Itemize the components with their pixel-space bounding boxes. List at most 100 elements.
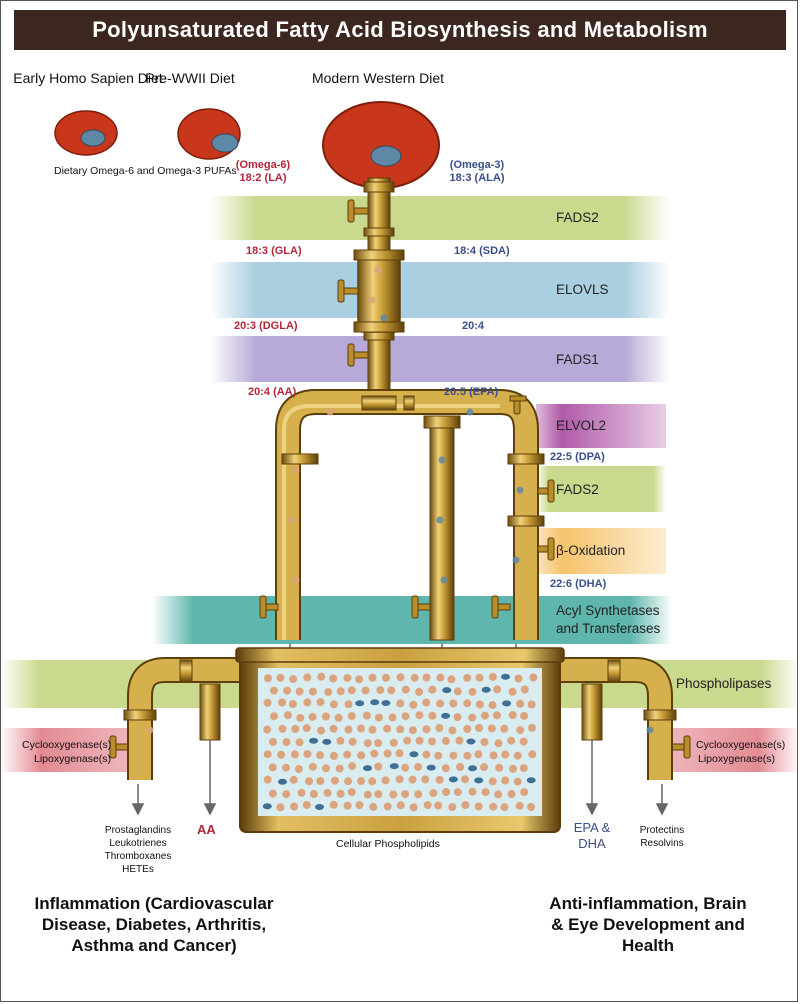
omega6-phospholipid-dot [447, 675, 456, 684]
omega6-phospholipid-dot [422, 725, 431, 734]
omega6-phospholipid-dot [428, 685, 437, 694]
pipe-droplet [646, 726, 654, 734]
omega6-phospholipid-dot [348, 762, 357, 771]
omega6-phospholipid-dot [329, 800, 338, 809]
omega6-phospholipid-dot [529, 673, 538, 682]
omega3-phospholipid-dot [309, 737, 319, 744]
acyl-transferases-label: and Transferases [556, 621, 661, 636]
omega6-phospholipid-dot [513, 751, 522, 760]
omega6-phospholipid-dot [487, 724, 496, 733]
product-leukotrienes: Leukotrienes [109, 838, 167, 849]
omega6-phospholipid-dot [421, 775, 430, 784]
omega6-phospholipid-dot [495, 763, 504, 772]
omega6-phospholipid-dot [493, 685, 502, 694]
modern-diet-steak [322, 101, 440, 189]
omega6-phospholipid-dot [375, 713, 383, 722]
omega3-phospholipid-dot [501, 673, 510, 680]
omega6-phospholipid-dot [317, 726, 326, 735]
cox-left-label: Cyclooxygenase(s) [22, 739, 112, 751]
omega6-phospholipid-dot [323, 788, 332, 797]
omega6-phospholipid-dot [429, 789, 438, 798]
fads2-low-band [536, 466, 666, 512]
omega6-phospholipid-dot [396, 801, 405, 810]
omega6-phospholipid-dot [316, 777, 325, 785]
product-hetes: HETEs [122, 864, 154, 875]
early-diet-label: Early Homo Sapien Diet [13, 70, 163, 86]
gla-label: 18:3 (GLA) [246, 245, 302, 257]
omega6-phospholipid-dot [282, 738, 291, 747]
omega6-phospholipid-dot [263, 750, 272, 759]
sda-label: 18:4 (SDA) [454, 245, 510, 257]
omega6-phospholipid-dot [423, 801, 432, 810]
omega6-phospholipid-dot [401, 790, 410, 799]
omega3-phospholipid-dot [322, 738, 332, 745]
omega6-phospholipid-dot [263, 775, 272, 784]
omega6-phospholipid-dot [488, 672, 497, 681]
omega6-phospholipid-dot [263, 725, 272, 734]
omega6-phospholipid-dot [329, 674, 338, 683]
omega3-phospholipid-dot [474, 777, 484, 784]
omega6-phospholipid-dot [361, 686, 370, 695]
omega6-phospholipid-dot [514, 674, 523, 683]
pipe-droplet [292, 466, 300, 474]
omega6-phospholipid-dot [474, 802, 483, 811]
omega6-phospholipid-dot [395, 775, 404, 784]
omega6-phospholipid-dot [489, 751, 498, 760]
omega6-phospholipid-dot [276, 803, 285, 812]
product-prostaglandins: Prostaglandins [104, 825, 172, 836]
la-label: 18:2 (LA) [239, 172, 287, 184]
omega6-phospholipid-dot [434, 751, 443, 760]
omega3-phospholipid-dot [481, 686, 491, 693]
omega6-phospholipid-dot [347, 712, 356, 721]
ala-label: 18:3 (ALA) [449, 172, 505, 184]
omega6-phospholipid-dot [290, 750, 299, 759]
omega6-phospholipid-dot [409, 803, 418, 812]
omega3-phospholipid-dot [468, 765, 477, 772]
omega6-phospholipid-dot [303, 673, 312, 682]
omega6-phospholipid-dot [295, 738, 304, 747]
fads2-low-label: FADS2 [556, 482, 599, 497]
omega3-phospholipid-dot [262, 803, 272, 810]
omega6-phospholipid-dot [336, 736, 345, 745]
omega6-phospholipid-dot [330, 776, 339, 785]
omega6-phospholipid-dot [308, 687, 317, 696]
omega6-phospholipid-dot [344, 777, 353, 786]
omega6-phospholipid-dot [508, 711, 517, 719]
omega3-phospholipid-dot [441, 712, 451, 719]
omega6-phospholipid-dot [515, 801, 524, 810]
omega3-phospholipid-dot [381, 700, 391, 706]
omega6-phospholipid-dot [308, 712, 317, 721]
dgla-label: 20:3 (DGLA) [234, 320, 298, 332]
cellular-phospholipids-label: Cellular Phospholipids [336, 838, 440, 850]
omega6-phospholipid-dot [401, 712, 410, 721]
omega6-phospholipid-dot [449, 751, 458, 760]
right-outlet-pipes [552, 657, 677, 780]
omega6-phospholipid-dot [288, 700, 297, 708]
omega6-phospholipid-dot [357, 751, 366, 760]
omega6-phospholipid-dot [329, 700, 338, 709]
omega6-phospholipid-dot [488, 701, 497, 710]
omega6-phospholipid-dot [329, 751, 338, 760]
omega3-phospholipid-dot [278, 778, 287, 785]
omega6-phospholipid-dot [435, 724, 444, 732]
omega6-phospholipid-dot [303, 750, 312, 759]
omega6-phospholipid-dot [449, 699, 458, 708]
omega3-phospholipid-dot [315, 804, 324, 810]
modern-diet-label: Modern Western Diet [311, 70, 444, 86]
omega6-phospholipid-dot [436, 699, 445, 708]
omega6-phospholipid-dot [396, 673, 405, 682]
left-products: Prostaglandins Leukotrienes Thromboxanes… [86, 824, 190, 876]
omega6-phospholipid-dot [383, 724, 392, 733]
pipe-droplet [292, 576, 300, 584]
pipe-droplet [380, 314, 388, 322]
omega6-phospholipid-dot [520, 711, 529, 720]
omega6-phospholipid-dot [282, 763, 290, 772]
omega6-phospholipid-dot [297, 788, 306, 797]
omega6-phospholipid-dot [475, 724, 483, 732]
omega6-phospholipid-dot [363, 739, 372, 748]
omega6-phospholipid-dot [302, 800, 311, 809]
omega6-phospholipid-dot [501, 750, 510, 759]
prewwii-diet-steak [177, 108, 241, 160]
omega6-phospholipid-dot [395, 749, 404, 758]
